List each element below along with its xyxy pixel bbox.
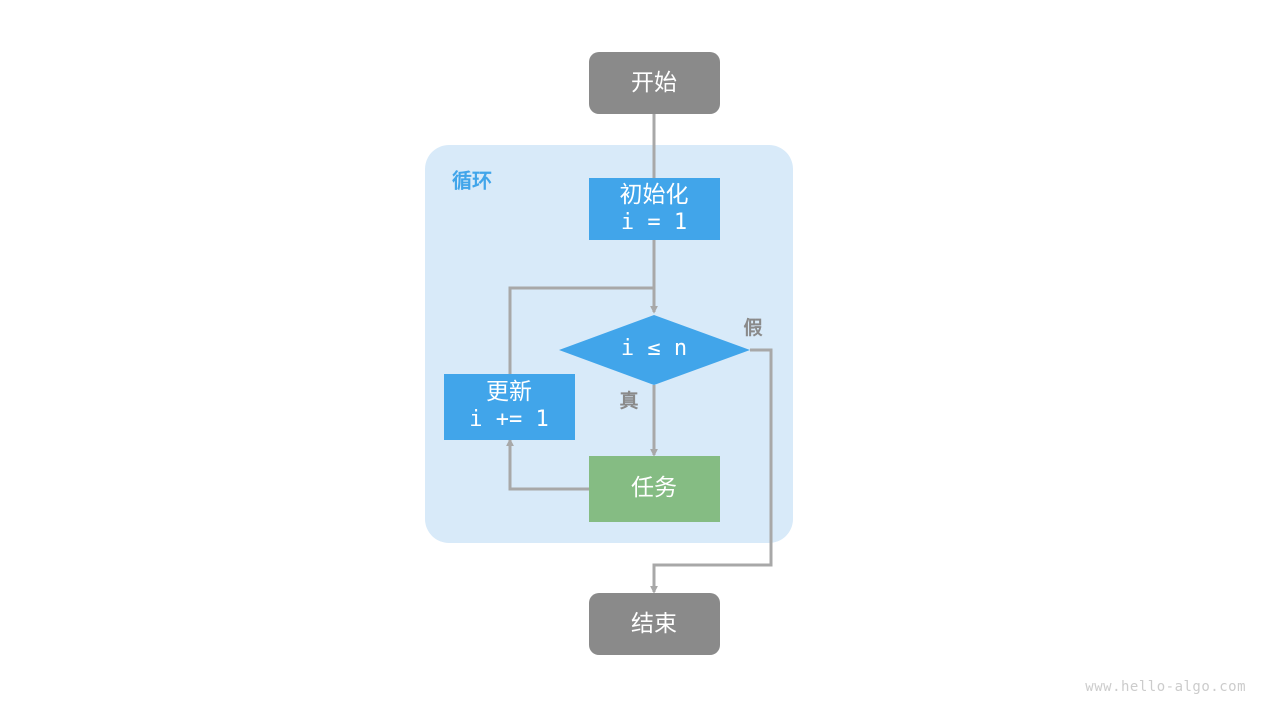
edge-update-to-condition	[508, 286, 654, 374]
node-init-label-line2: i = 1	[621, 210, 687, 235]
branch-label-false: 假	[743, 316, 762, 339]
node-task-label: 任务	[631, 474, 677, 500]
branch-label-true: 真	[619, 389, 638, 412]
node-end[interactable]: 结束	[589, 593, 720, 655]
edge-condition-false-to-end	[650, 348, 773, 594]
node-update-label-line2: i += 1	[469, 407, 548, 432]
node-update-label-line1: 更新	[486, 378, 532, 404]
edge-task-to-update	[506, 438, 589, 491]
watermark: www.hello-algo.com	[1085, 679, 1246, 695]
node-start-label: 开始	[631, 69, 677, 95]
node-update[interactable]: 更新 i += 1	[444, 374, 575, 440]
node-condition-label: i ≤ n	[621, 336, 687, 361]
node-task[interactable]: 任务	[589, 456, 720, 522]
loop-group-label: 循环	[452, 168, 492, 192]
node-end-label: 结束	[631, 610, 677, 636]
node-start[interactable]: 开始	[589, 52, 720, 114]
node-condition[interactable]: i ≤ n	[559, 315, 750, 385]
node-init[interactable]: 初始化 i = 1	[589, 178, 720, 240]
node-init-label-line1: 初始化	[620, 181, 689, 207]
